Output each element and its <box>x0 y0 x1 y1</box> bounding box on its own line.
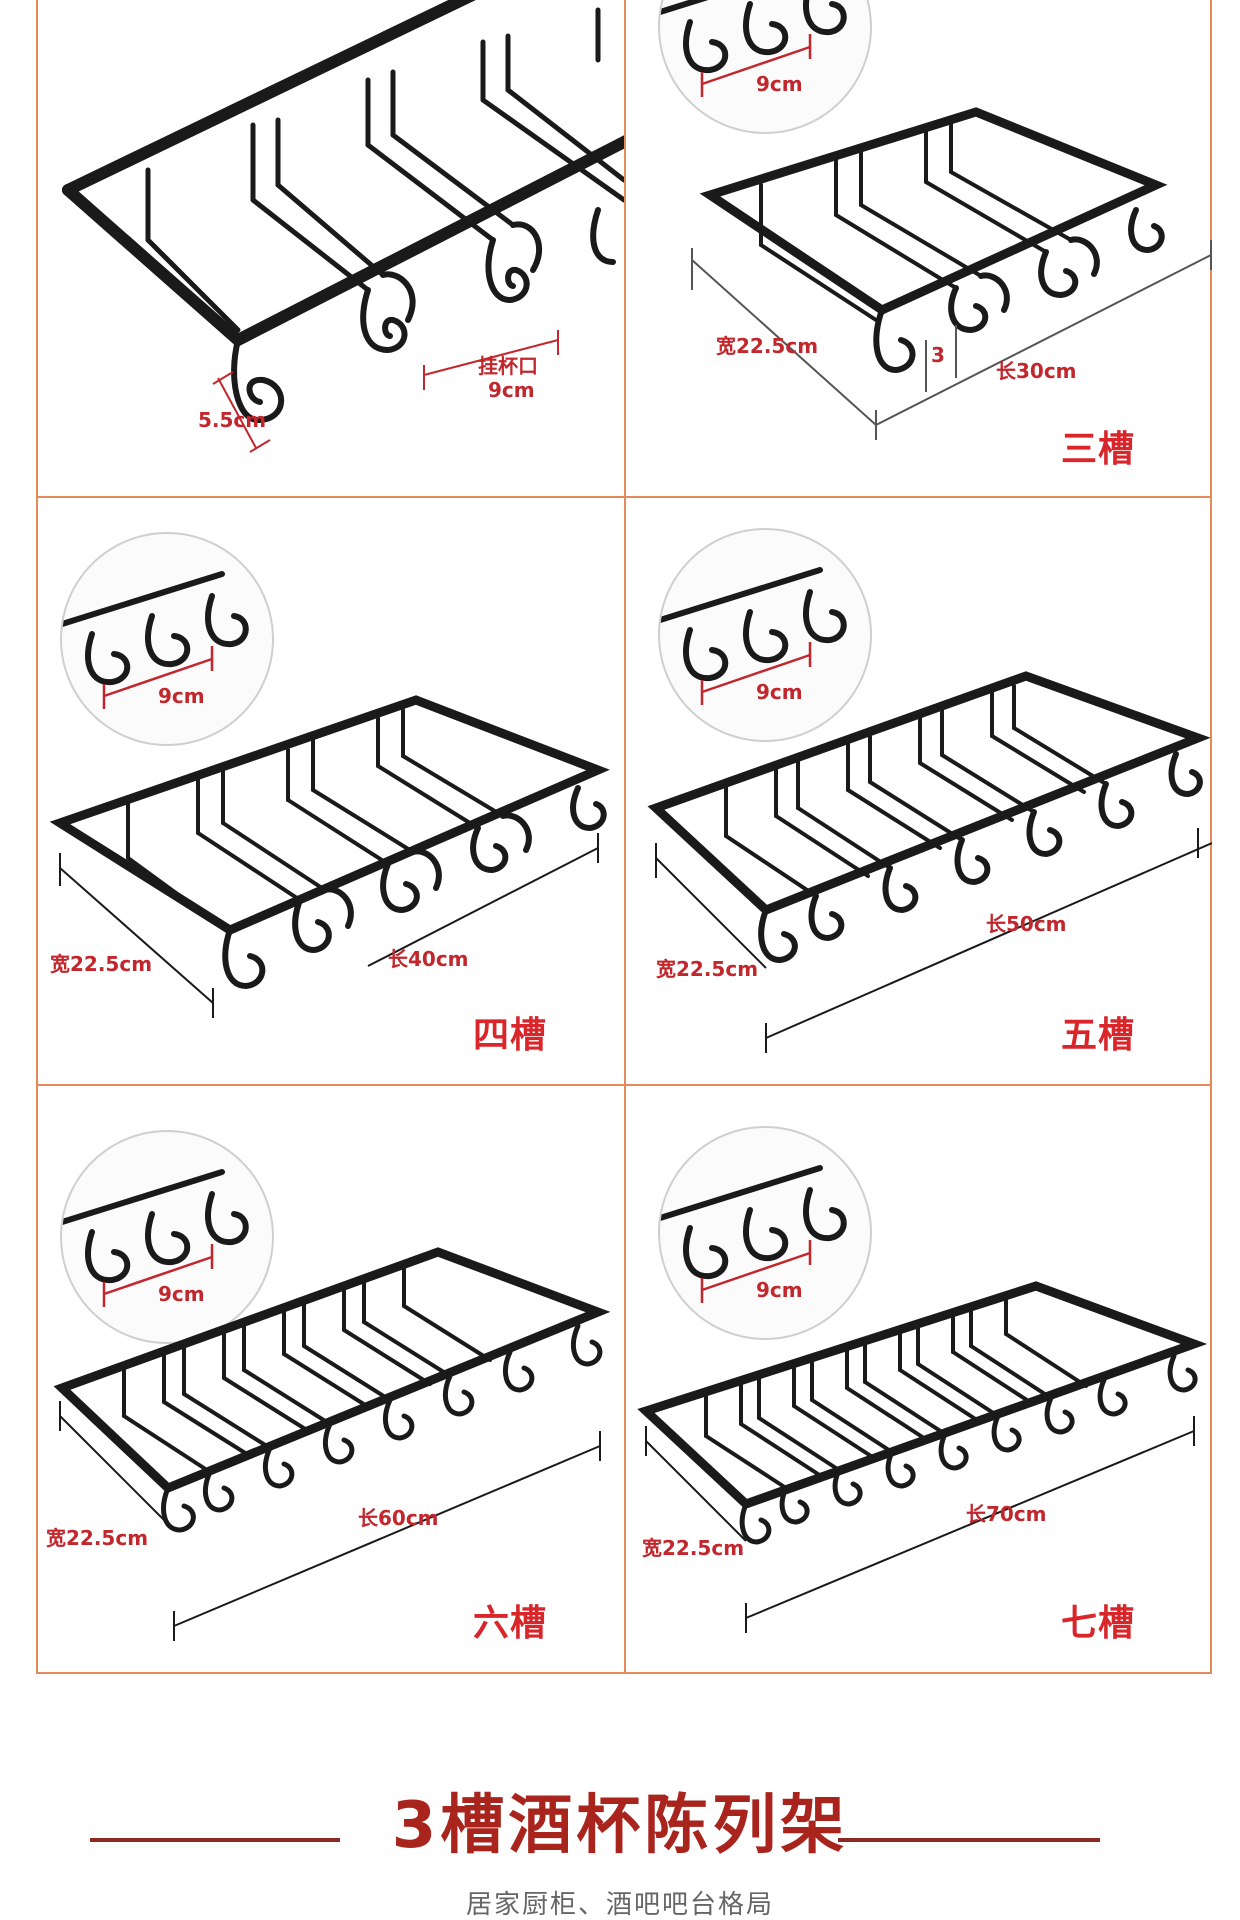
cell-six-slot: 9cm <box>38 1086 624 1672</box>
footer-rule-right <box>838 1838 1100 1842</box>
width-label: 宽22.5cm <box>656 957 759 981</box>
length-label: 长60cm <box>358 1506 439 1530</box>
hook-zoom-circle: 9cm <box>60 532 274 746</box>
four-slot-rack-drawing <box>49 695 610 1018</box>
zoom-spacing-label: 9cm <box>158 684 205 708</box>
hook-spacing-label: 9cm <box>488 378 535 402</box>
zoom-spacing-label: 9cm <box>756 680 803 704</box>
slot-count-label: 七槽 <box>1061 1603 1136 1644</box>
rack-closeup-drawing <box>62 0 624 453</box>
length-label: 长30cm <box>996 359 1077 383</box>
zoom-hook-drawing <box>660 1165 847 1303</box>
width-label: 宽22.5cm <box>46 1526 149 1550</box>
cell-hook-detail: 5.5cm 挂杯口 9cm <box>38 0 624 496</box>
gap-label: 3 <box>931 343 945 367</box>
length-label: 长50cm <box>986 912 1067 936</box>
product-title: 3槽酒杯陈列架 <box>391 1789 849 1863</box>
length-label: 长70cm <box>966 1502 1047 1526</box>
product-subtitle: 居家厨柜、酒吧吧台格局 <box>465 1890 774 1920</box>
rack-size-grid: 5.5cm 挂杯口 9cm <box>36 0 1212 1674</box>
slot-count-label: 三槽 <box>1061 429 1136 470</box>
zoom-hook-drawing <box>62 1169 249 1307</box>
six-slot-rack-drawing <box>53 1247 611 1641</box>
seven-slot-rack-drawing <box>637 1281 1208 1633</box>
cell-three-slot: 9cm <box>626 0 1212 496</box>
zoom-spacing-label: 9cm <box>756 1278 803 1302</box>
zoom-hook-drawing <box>660 567 847 705</box>
height-dimension-label: 5.5cm <box>198 408 267 432</box>
hook-opening-label: 挂杯口 <box>478 354 538 378</box>
zoom-spacing-label: 9cm <box>756 72 803 96</box>
zoom-hook-drawing <box>62 571 249 709</box>
hook-zoom-circle: 9cm <box>658 528 872 742</box>
product-footer: 3槽酒杯陈列架 居家厨柜、酒吧吧台格局 <box>0 1674 1240 1920</box>
footer-rule-left <box>90 1838 340 1842</box>
slot-count-label: 四槽 <box>473 1015 548 1056</box>
cell-four-slot: 9cm <box>38 498 624 1084</box>
cell-seven-slot: 9cm <box>626 1086 1212 1672</box>
hook-zoom-circle: 9cm <box>658 1126 872 1340</box>
slot-count-label: 五槽 <box>1061 1015 1136 1056</box>
grid-divider-row-2 <box>38 1084 1210 1086</box>
length-label: 长40cm <box>388 947 469 971</box>
slot-count-label: 六槽 <box>473 1603 548 1644</box>
width-label: 宽22.5cm <box>50 952 153 976</box>
width-label: 宽22.5cm <box>642 1536 745 1560</box>
zoom-hook-drawing <box>660 0 847 97</box>
five-slot-rack-drawing <box>647 671 1212 1053</box>
three-slot-rack-drawing <box>691 107 1212 440</box>
grid-divider-row-1 <box>38 496 1210 498</box>
cell-five-slot: 9cm <box>626 498 1212 1084</box>
zoom-spacing-label: 9cm <box>158 1282 205 1306</box>
grid-divider-vertical <box>624 0 626 1672</box>
hook-zoom-circle: 9cm <box>60 1130 274 1344</box>
width-label: 宽22.5cm <box>716 334 819 358</box>
